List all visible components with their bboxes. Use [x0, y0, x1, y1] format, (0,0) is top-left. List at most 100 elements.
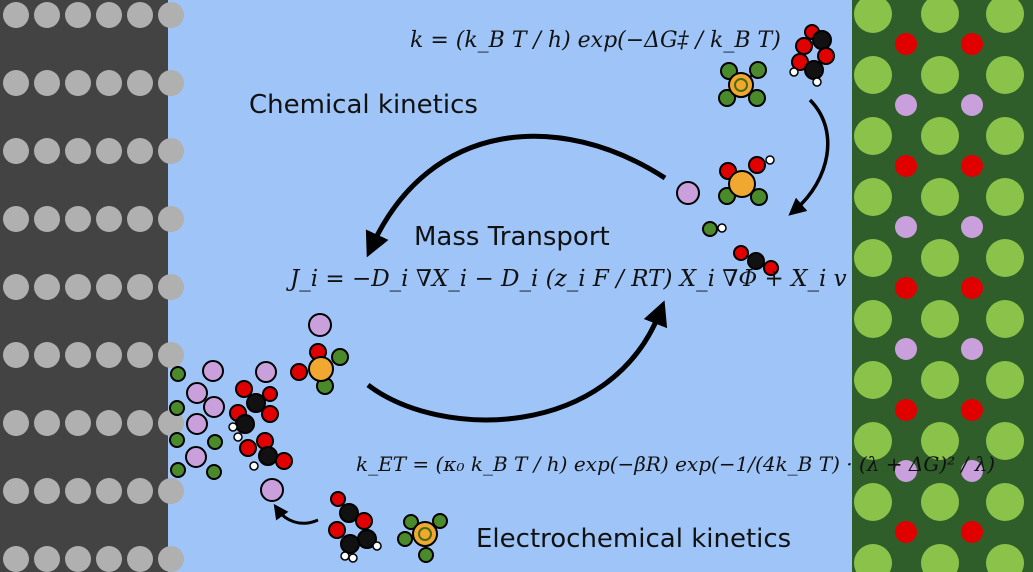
- lattice-ion: [961, 155, 983, 177]
- arrow-reaction-bottom-left: [273, 503, 319, 525]
- complex-molecule-middle-right: [718, 155, 775, 206]
- right-electrode-lattice: [854, 0, 1024, 572]
- chemical-kinetics-label: Chemical kinetics: [249, 90, 478, 120]
- lattice-atom: [986, 544, 1024, 572]
- electrode-atom: [127, 70, 153, 96]
- lattice-atom: [854, 300, 892, 338]
- electrode-atom: [3, 342, 29, 368]
- lattice-atom: [921, 56, 959, 94]
- electrode-atom: [127, 206, 153, 232]
- adsorbed-cluster-left: [169, 360, 293, 502]
- right-electrode: [852, 0, 1033, 572]
- electrode-atom: [96, 138, 122, 164]
- lattice-atom: [854, 117, 892, 155]
- electrode-atom: [127, 2, 153, 28]
- electrode-atom: [158, 2, 184, 28]
- lattice-atom: [921, 361, 959, 399]
- electrode-atom: [34, 478, 60, 504]
- electrode-atom: [34, 70, 60, 96]
- electrode-atom: [158, 70, 184, 96]
- lattice-atom: [921, 178, 959, 216]
- lattice-ion: [895, 33, 917, 55]
- lattice-atom: [854, 239, 892, 277]
- lattice-ion: [961, 399, 983, 421]
- lattice-atom: [986, 361, 1024, 399]
- electrode-atom: [34, 138, 60, 164]
- electrode-atom: [158, 478, 184, 504]
- arrow-to-left-electrode: [365, 133, 667, 258]
- electrode-atom: [158, 342, 184, 368]
- lattice-ion: [961, 33, 983, 55]
- flux-equation: J_i = −D_i ∇X_i − D_i (z_i F / RT) X_i ∇…: [290, 266, 847, 292]
- electrode-atom: [3, 70, 29, 96]
- organic-molecule-top-right: [789, 24, 835, 87]
- lattice-atom: [921, 483, 959, 521]
- lattice-atom: [921, 239, 959, 277]
- lattice-ion: [961, 460, 983, 482]
- lattice-ion: [895, 460, 917, 482]
- lattice-atom: [854, 0, 892, 33]
- electrode-atom: [158, 274, 184, 300]
- lattice-atom: [854, 178, 892, 216]
- left-electrode-lattice: [3, 2, 184, 572]
- co2-molecule-middle-right: [733, 245, 779, 276]
- ion-pink-middle-left: [308, 313, 332, 337]
- lattice-ion: [961, 338, 983, 360]
- electrode-atom: [158, 410, 184, 436]
- electrode-atom: [34, 410, 60, 436]
- electrode-atom: [158, 206, 184, 232]
- lattice-atom: [921, 300, 959, 338]
- lattice-atom: [921, 422, 959, 460]
- electrode-atom: [65, 546, 91, 572]
- lattice-atom: [986, 483, 1024, 521]
- electrode-atom: [96, 546, 122, 572]
- electrode-atom: [96, 2, 122, 28]
- electrochemical-kinetics-label: Electrochemical kinetics: [476, 524, 792, 554]
- electrode-atom: [96, 274, 122, 300]
- rate-constant-equation: k = (k_B T / h) exp(−ΔG‡ / k_B T): [410, 28, 781, 53]
- lattice-atom: [854, 361, 892, 399]
- lattice-atom: [986, 422, 1024, 460]
- electrode-atom: [3, 546, 29, 572]
- electrode-atom: [65, 410, 91, 436]
- lattice-atom: [854, 483, 892, 521]
- electrode-atom: [34, 2, 60, 28]
- electrode-atom: [96, 206, 122, 232]
- organic-molecule-bottom: [328, 491, 382, 563]
- ion-pink-middle-right: [676, 181, 700, 205]
- lattice-atom: [921, 117, 959, 155]
- electrode-atom: [3, 2, 29, 28]
- electrode-atom: [158, 138, 184, 164]
- lattice-ion: [961, 216, 983, 238]
- electrode-atom: [65, 206, 91, 232]
- electrode-atom: [96, 342, 122, 368]
- lattice-atom: [921, 0, 959, 33]
- lattice-atom: [986, 300, 1024, 338]
- lattice-ion: [961, 521, 983, 543]
- electrode-atom: [65, 2, 91, 28]
- electrode-atom: [158, 546, 184, 572]
- lattice-ion: [895, 521, 917, 543]
- electrode-atom: [34, 274, 60, 300]
- lattice-atom: [921, 544, 959, 572]
- lattice-atom: [986, 0, 1024, 33]
- electrode-atom: [65, 70, 91, 96]
- lattice-ion: [895, 216, 917, 238]
- lattice-atom: [854, 56, 892, 94]
- lattice-ion: [895, 94, 917, 116]
- electrode-atom: [65, 478, 91, 504]
- lattice-atom: [986, 56, 1024, 94]
- lattice-atom: [854, 544, 892, 572]
- arrow-to-right-electrode: [366, 300, 668, 423]
- lattice-atom: [986, 178, 1024, 216]
- complex-molecule-bottom: [397, 513, 448, 563]
- electrode-atom: [127, 138, 153, 164]
- lattice-ion: [961, 277, 983, 299]
- lattice-ion: [895, 155, 917, 177]
- electrode-atom: [3, 138, 29, 164]
- lattice-ion: [895, 277, 917, 299]
- electron-transfer-equation: k_ET = (κ₀ k_B T / h) exp(−βR) exp(−1/(4…: [356, 452, 996, 476]
- electrode-atom: [65, 138, 91, 164]
- lattice-ion: [961, 94, 983, 116]
